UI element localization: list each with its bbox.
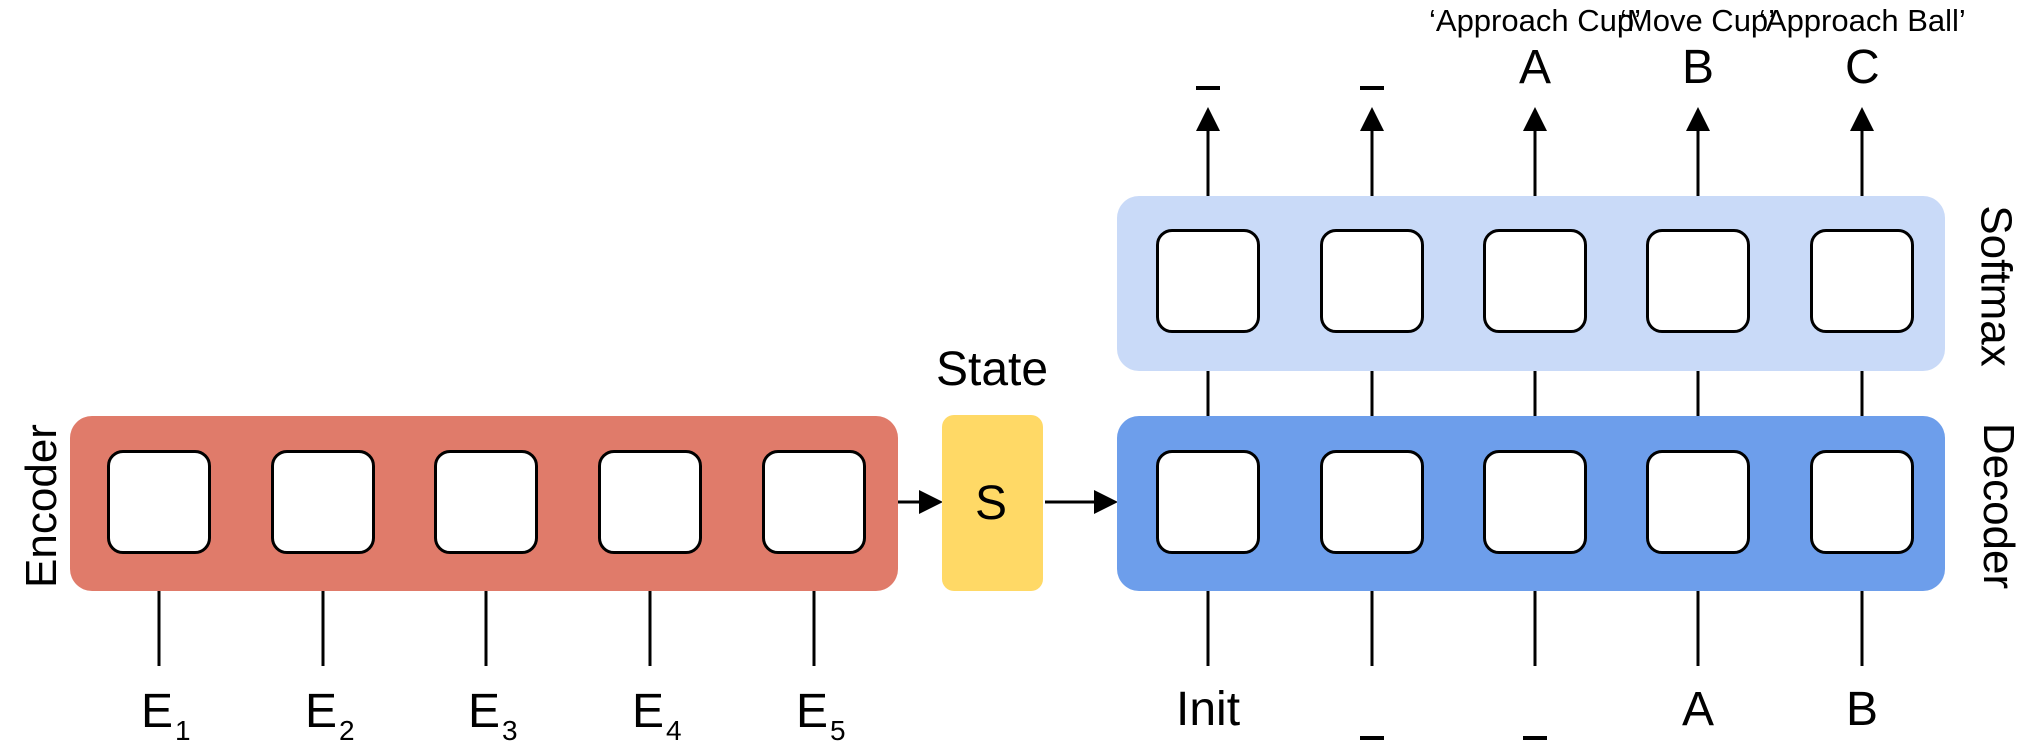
encoder-input-label: E1 [141, 688, 191, 745]
decoder-input-label: B [1846, 683, 1879, 736]
decoder-input-label: Init [1176, 683, 1241, 736]
encoder-input-subscript: 3 [502, 714, 518, 746]
encoder-input-base: E [305, 685, 338, 738]
output-annotation: ‘Approach Ball’ [1759, 3, 1966, 38]
softmax-output-label: B [1682, 41, 1715, 94]
softmax-output-label: _ [1196, 86, 1220, 90]
encoder-input-base: E [468, 685, 501, 738]
softmax-output-label: _ [1360, 86, 1384, 90]
output-annotation: ‘Move Cup’ [1620, 3, 1776, 38]
encoder-input-label: E5 [796, 688, 846, 745]
encoder-cell [107, 450, 211, 554]
encoder-input-subscript: 4 [666, 714, 682, 746]
decoder-cell [1646, 450, 1750, 554]
softmax-cell [1810, 229, 1914, 333]
encoder-input-label: E4 [632, 688, 682, 745]
softmax-output-label: C [1845, 41, 1880, 94]
softmax-cell [1483, 229, 1587, 333]
softmax-cell [1156, 229, 1260, 333]
encoder-cell [271, 450, 375, 554]
encoder-input-label: E2 [305, 688, 355, 745]
softmax-cell [1646, 229, 1750, 333]
softmax-cell [1320, 229, 1424, 333]
softmax-label: Softmax [1971, 205, 2021, 367]
decoder-cell [1483, 450, 1587, 554]
decoder-cell [1810, 450, 1914, 554]
encoder-input-subscript: 5 [830, 714, 846, 746]
encoder-input-base: E [632, 685, 665, 738]
encoder-input-subscript: 1 [175, 714, 191, 746]
encoder-input-base: E [141, 685, 174, 738]
state-title: State [936, 343, 1049, 396]
state-symbol: S [975, 477, 1008, 530]
encoder-cell [598, 450, 702, 554]
encoder-label: Encoder [16, 424, 66, 588]
decoder-input-label: _ [1523, 736, 1547, 740]
encoder-input-base: E [796, 685, 829, 738]
decoder-label: Decoder [1974, 422, 2024, 590]
decoder-input-label: A [1682, 683, 1715, 736]
output-annotation: ‘Approach Cup’ [1429, 3, 1641, 38]
encoder-cell [434, 450, 538, 554]
softmax-output-label: A [1519, 41, 1552, 94]
state-box [942, 415, 1043, 591]
decoder-input-label: _ [1360, 736, 1384, 740]
encoder-input-subscript: 2 [339, 714, 355, 746]
decoder-cell [1156, 450, 1260, 554]
encoder-input-label: E3 [468, 688, 518, 745]
decoder-cell [1320, 450, 1424, 554]
encoder-cell [762, 450, 866, 554]
